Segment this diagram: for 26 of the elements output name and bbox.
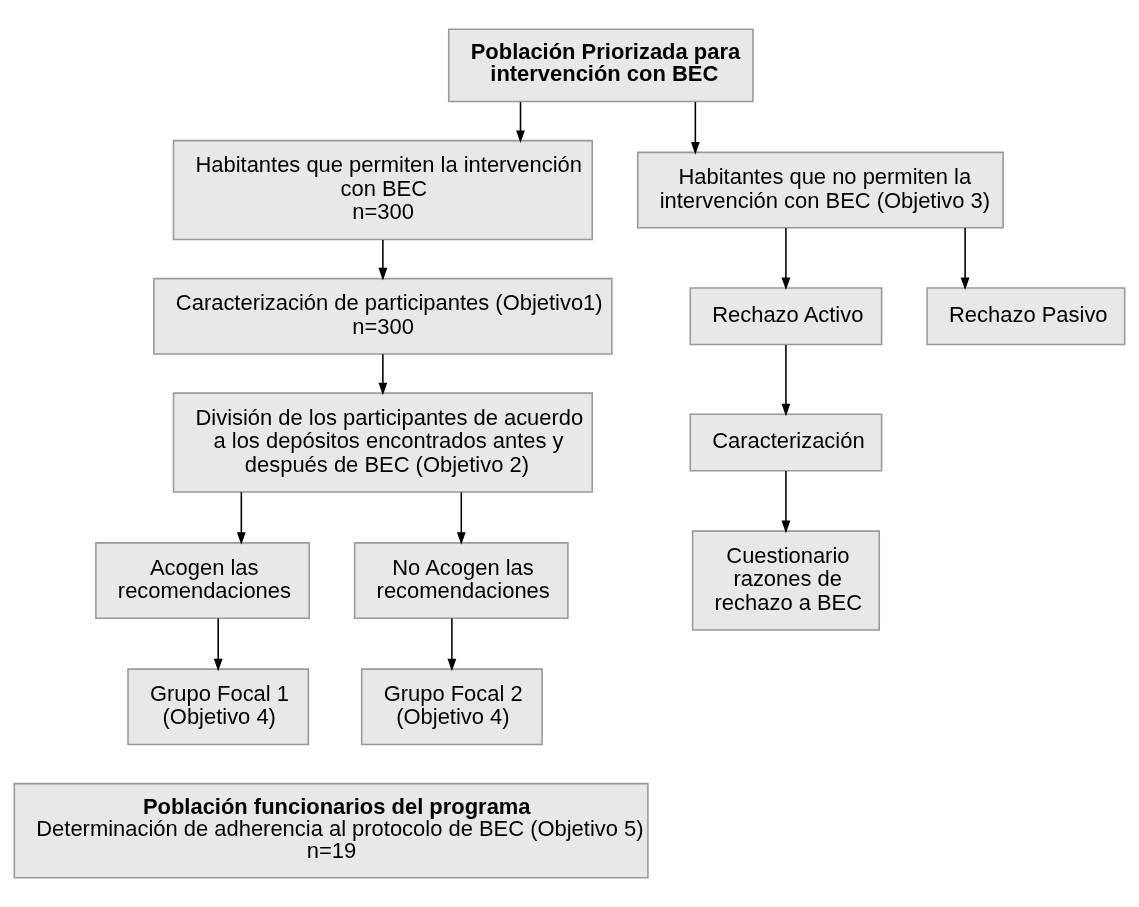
node-box: Población Priorizada para intervención con BEC (447, 28, 754, 103)
node-box: Grupo Focal 1 (Objetivo 4) (127, 668, 310, 746)
arrow (378, 239, 388, 281)
node-box: Población funcionarios del programa Determinación de adherencia al protocolo de BEC (Objetivo 5) n=19 (13, 782, 649, 879)
node-box: Habitantes que permiten la intervención con BEC n=300 (172, 139, 594, 241)
arrow (213, 617, 223, 672)
arrow (781, 227, 791, 291)
node-box: Acogen las recomendaciones (95, 542, 310, 619)
node-box: Cuestionario razones de rechazo a BEC (691, 530, 881, 631)
arrow (781, 344, 791, 417)
arrow (690, 101, 700, 155)
arrow (456, 491, 466, 545)
arrow (378, 353, 388, 396)
arrow (236, 491, 246, 545)
arrow (516, 101, 525, 143)
node-box: Grupo Focal 2 (Objetivo 4) (360, 668, 543, 746)
arrow (447, 617, 457, 672)
node-box: No Acogen las recomendaciones (353, 542, 569, 619)
node-box: Rechazo Activo (689, 287, 883, 346)
arrow (960, 227, 970, 291)
arrow (781, 470, 791, 534)
node-box: Rechazo Pasivo (926, 287, 1126, 346)
node-box: División de los participantes de acuerdo a los depósitos encontrados antes y después de BEC (Objetivo 2) (172, 392, 594, 493)
node-box: Caracterización (689, 413, 883, 472)
node-box: Caracterización de participantes (Objetivo1) n=300 (153, 277, 613, 355)
node-box: Habitantes que no permiten la intervención con BEC (Objetivo 3) (636, 151, 1004, 229)
